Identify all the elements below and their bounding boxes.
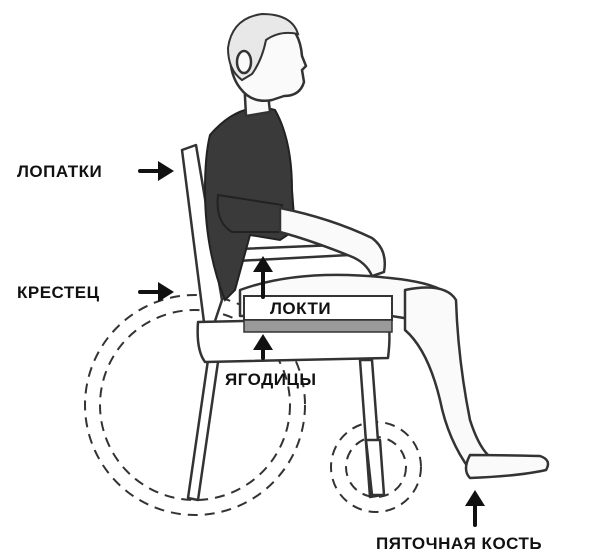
heel-bone-arrow	[465, 490, 485, 525]
rear-leg	[188, 360, 218, 500]
buttocks-label: ЯГОДИЦЫ	[225, 370, 317, 389]
shoulder-blades-label: ЛОПАТКИ	[17, 162, 102, 181]
sacrum-label: КРЕСТЕЦ	[17, 283, 100, 302]
lower-leg	[405, 288, 488, 470]
foot	[466, 455, 548, 478]
sacrum-arrow	[140, 282, 174, 302]
forearm	[280, 208, 385, 276]
ear	[237, 51, 251, 73]
elbows-label: ЛОКТИ	[270, 299, 331, 318]
heel-bone-label: ПЯТОЧНАЯ КОСТЬ	[376, 534, 542, 553]
seat-cushion-strip	[244, 320, 392, 332]
shoulder-blades-arrow	[140, 161, 174, 181]
